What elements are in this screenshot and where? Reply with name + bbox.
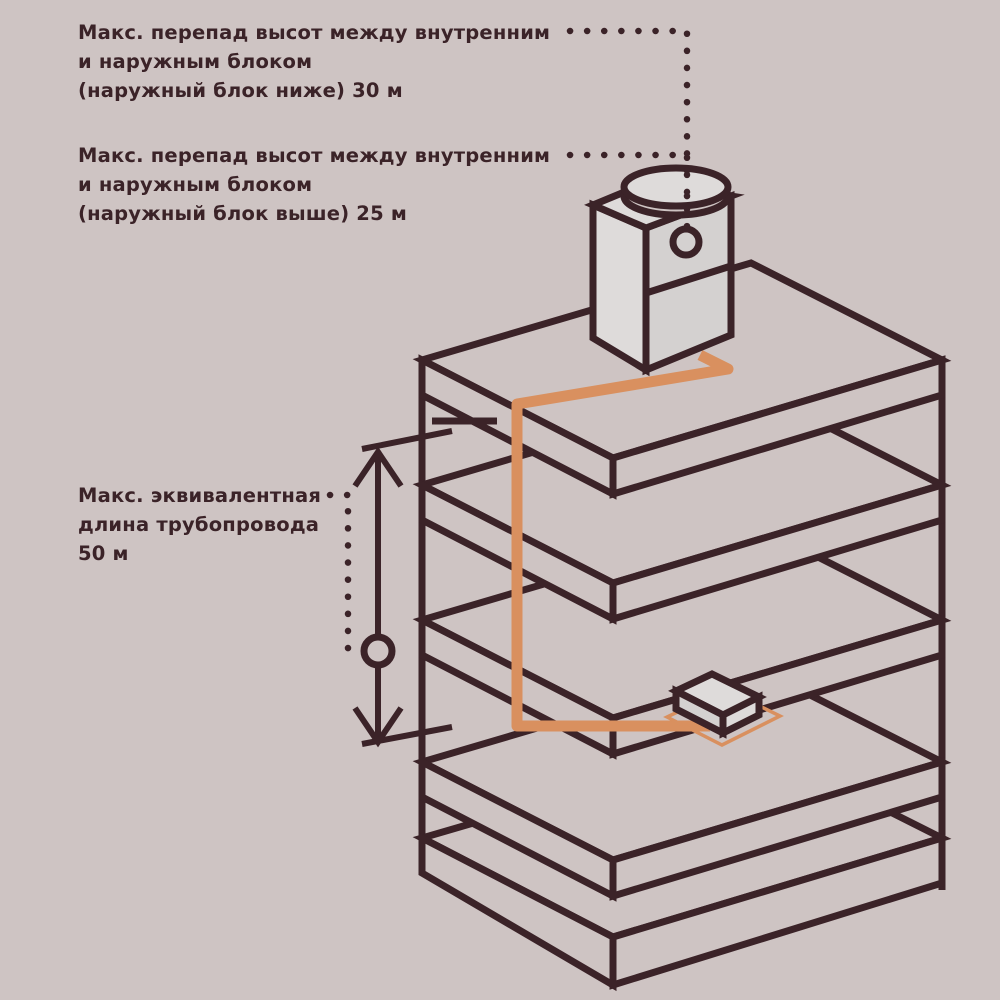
callout-max-height-difference-outdoor-below: Макс. перепад высот между внутренним и н… (78, 21, 551, 102)
outdoor-unit (584, 164, 745, 377)
callout-max-equivalent-pipe-length: Макс. эквивалентная длина трубопровода 5… (78, 484, 322, 565)
leader-lower-drop (566, 151, 691, 231)
building-floor-slab-1 (412, 661, 952, 902)
refrigerant-pipe (511, 350, 734, 732)
callout-max-height-difference-outdoor-above: Макс. перепад высот между внутренним и н… (78, 144, 551, 225)
dimension-ext-top (361, 428, 453, 452)
dimension-arrow-pipe-length (352, 428, 453, 748)
dimension-midpoint-marker (360, 633, 396, 669)
outdoor-unit-fan-ring-inner (620, 164, 732, 210)
leader-lines (326, 27, 691, 655)
indoor-unit (663, 670, 784, 747)
leader-pipe-length (326, 491, 366, 655)
leader-upper-drop (566, 27, 691, 184)
outdoor-unit-panel-divider (644, 262, 733, 297)
